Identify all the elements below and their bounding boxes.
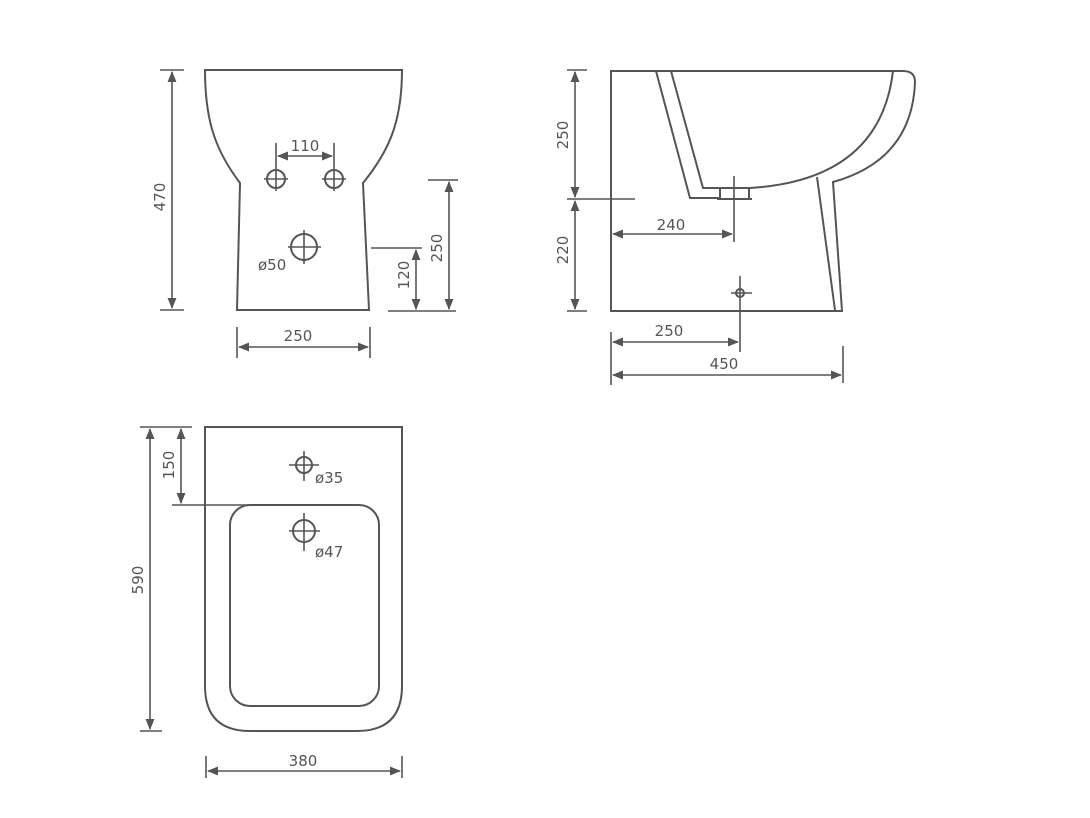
dim-total-length: 590 [129,566,147,595]
top-outline [204,426,403,732]
dim-tap-hole-diameter: ø35 [315,469,343,487]
top-view: ø35 ø47 590 150 380 [129,426,403,778]
tap-hole-right-icon [322,143,346,191]
dim-waste-diameter: ø50 [258,256,286,274]
waste-hole-icon [289,513,320,551]
dim-tap-spacing: 110 [291,137,320,155]
dim-rim-height: 250 [428,234,446,263]
dim-total-depth: 450 [710,355,739,373]
side-view: 250 220 240 250 450 [554,69,917,385]
dim-bowl-depth: 250 [554,121,572,150]
fixing-point-icon [731,276,752,352]
bowl-inner [655,70,894,199]
bowl-opening [229,504,380,707]
dim-pedestal-height: 220 [554,236,572,265]
dim-waste-offset: 240 [657,216,686,234]
tap-hole-icon [289,451,319,481]
tap-hole-left-icon [264,143,288,191]
dim-total-width: 380 [289,752,318,770]
dim-base-width: 250 [284,327,313,345]
front-view: 110 ø50 470 120 250 250 [151,69,458,358]
waste-hole-icon [288,230,321,264]
front-outline [203,69,404,311]
dim-waste-height: 120 [395,261,413,290]
dim-tap-offset: 150 [160,451,178,480]
dim-waste-diameter-top: ø47 [315,543,343,561]
dim-fixing-offset: 250 [655,322,684,340]
dim-height-total: 470 [151,183,169,212]
side-outline [610,70,917,312]
